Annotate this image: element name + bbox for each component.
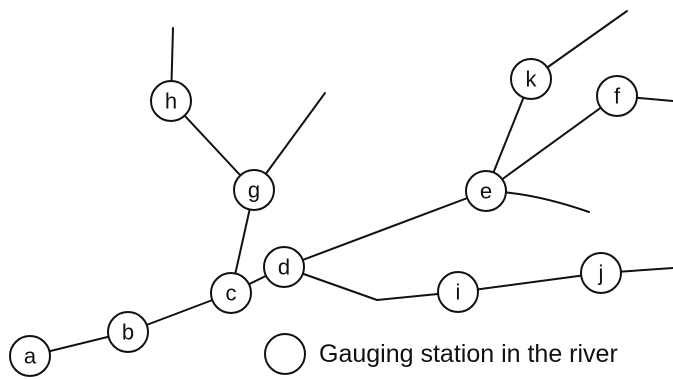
station-j: j [580, 252, 622, 294]
station-h-label: h [165, 89, 177, 114]
station-e: e [465, 170, 507, 212]
station-d: d [263, 246, 305, 288]
station-c-label: c [226, 281, 237, 306]
station-k: k [510, 58, 552, 100]
station-c-circle [210, 272, 252, 314]
station-j-label: j [598, 261, 604, 286]
legend: Gauging station in the river [264, 333, 618, 375]
station-e-label: e [480, 179, 492, 204]
station-b: b [107, 311, 149, 353]
river-segment-d-i [283, 266, 459, 301]
station-a-label: a [24, 344, 37, 369]
legend-label: Gauging station in the river [319, 340, 618, 368]
station-f-circle [596, 75, 638, 117]
station-j-circle [580, 252, 622, 294]
station-g: g [233, 169, 275, 211]
river-segment-d-e [283, 190, 487, 268]
station-a: a [9, 335, 51, 377]
river-segment-e-f [485, 95, 618, 192]
station-e-circle [465, 170, 507, 212]
legend-station-symbol [264, 333, 306, 375]
station-b-label: b [122, 320, 134, 345]
station-k-circle [510, 58, 552, 100]
river-network [29, 10, 673, 357]
station-f-label: f [614, 84, 621, 109]
station-i-label: i [456, 280, 461, 305]
station-h: h [150, 80, 192, 122]
station-i: i [437, 271, 479, 313]
station-b-circle [107, 311, 149, 353]
station-c: c [210, 272, 252, 314]
station-f: f [596, 75, 638, 117]
station-d-circle [263, 246, 305, 288]
station-d-label: d [278, 255, 290, 280]
station-k-label: k [526, 67, 538, 92]
station-i-circle [437, 271, 479, 313]
station-g-label: g [248, 178, 260, 203]
station-g-circle [233, 169, 275, 211]
station-h-circle [150, 80, 192, 122]
station-a-circle [9, 335, 51, 377]
river-segment-i-j [457, 272, 602, 293]
